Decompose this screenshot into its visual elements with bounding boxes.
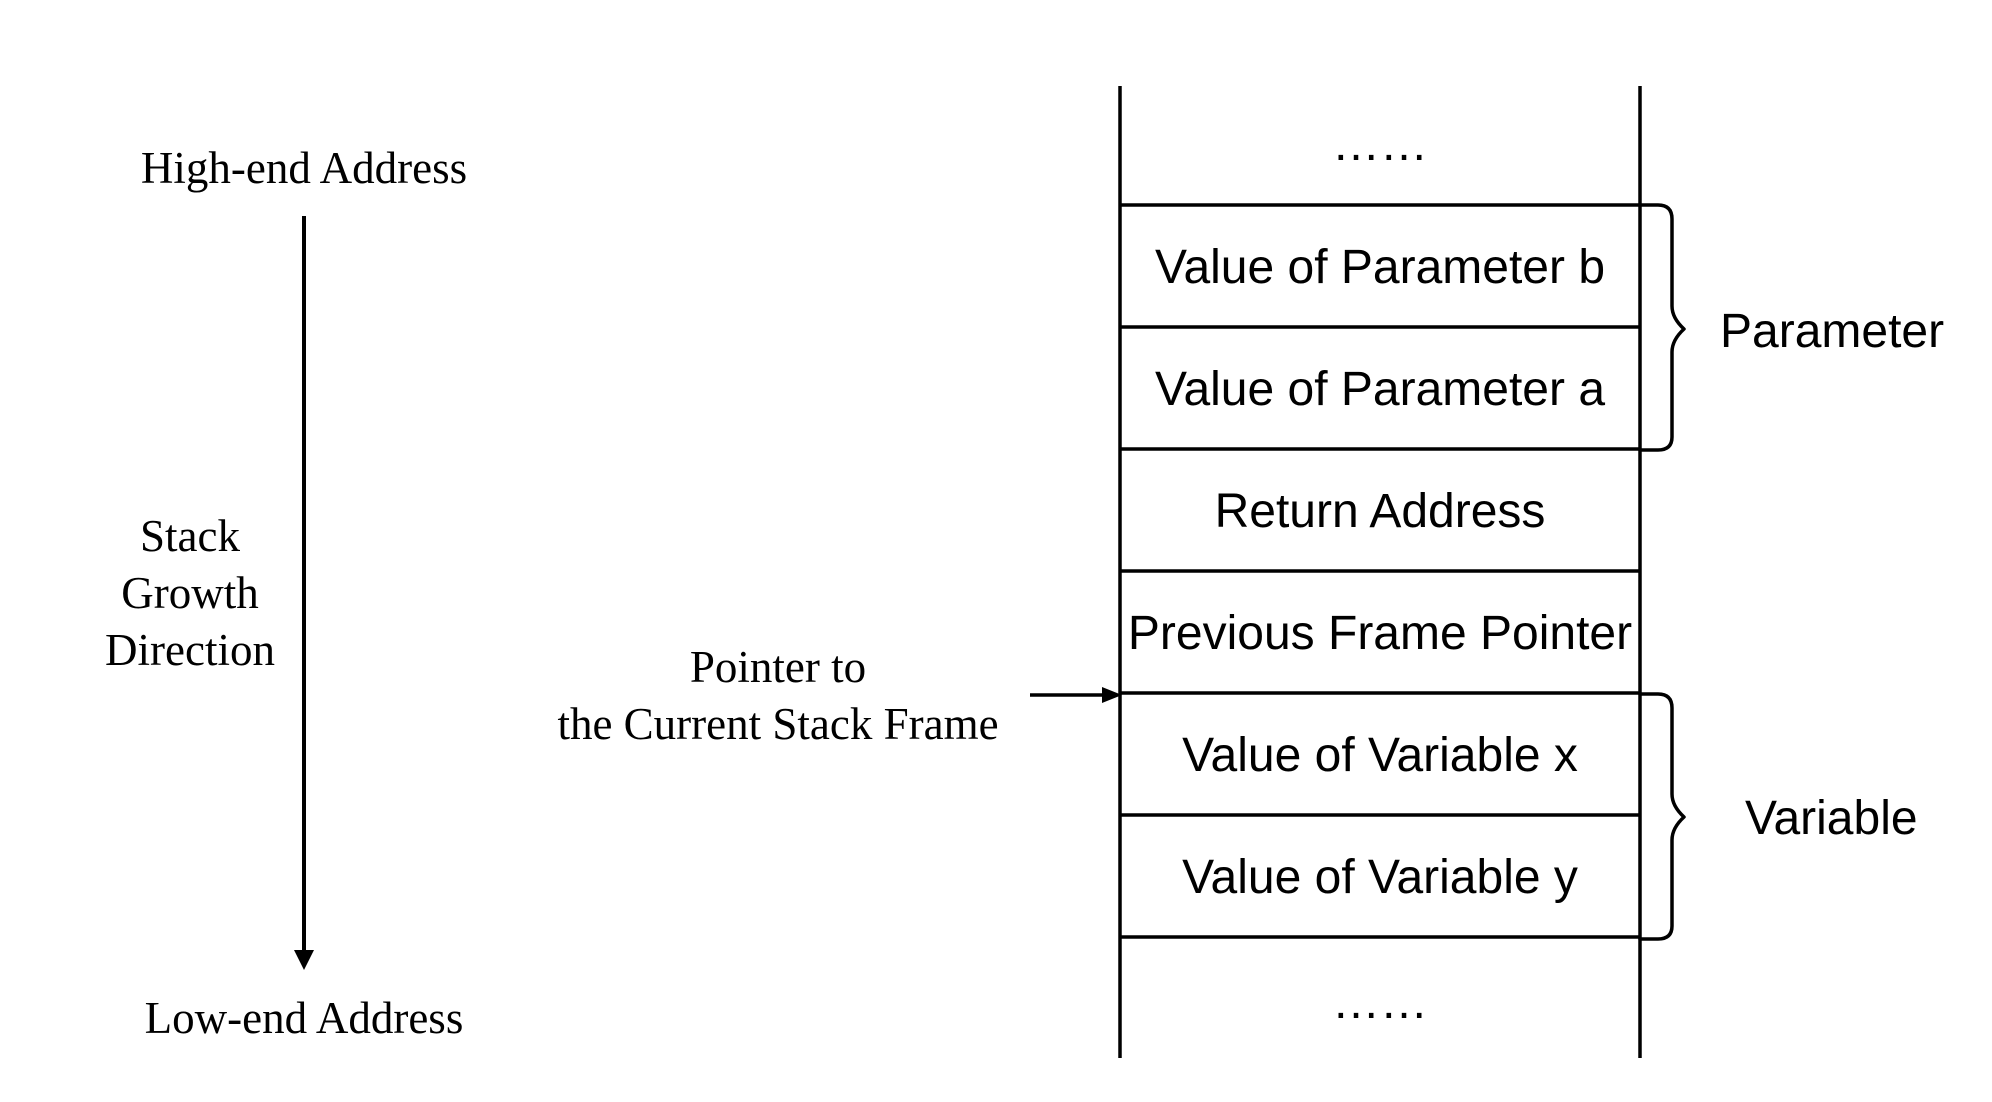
stack-top-ellipsis: ……: [1332, 118, 1428, 171]
variable-group-label: Variable: [1745, 792, 1918, 845]
stack-cell-label: Previous Frame Pointer: [1128, 607, 1632, 660]
stack-cell-label: Value of Variable x: [1182, 729, 1578, 782]
frame-pointer-label-line-1: Pointer to: [690, 642, 866, 692]
stack-growth-arrowhead: [294, 950, 314, 970]
stack-bottom-ellipsis: ……: [1332, 976, 1428, 1029]
frame-pointer-arrowhead: [1102, 687, 1122, 703]
variable-brace: [1638, 692, 1686, 941]
low-end-address-label: Low-end Address: [145, 993, 464, 1043]
stack-cell-label: Value of Parameter a: [1155, 363, 1605, 416]
parameter-brace: [1638, 203, 1686, 452]
stack-growth-direction-label-line-1: Stack: [140, 511, 240, 561]
stack-growth-direction-label-line-3: Direction: [105, 625, 275, 675]
stack-cell-label: Return Address: [1215, 485, 1546, 538]
stack-cells: Value of Parameter b Value of Parameter a…: [1120, 203, 1640, 939]
stack-growth-direction-label-line-2: Growth: [121, 568, 258, 618]
frame-pointer-label-line-2: the Current Stack Frame: [557, 699, 998, 749]
stack-cell-label: Value of Variable y: [1182, 851, 1578, 904]
stack-cell-label: Value of Parameter b: [1155, 241, 1605, 294]
parameter-group-label: Parameter: [1720, 305, 1944, 358]
high-end-address-label: High-end Address: [141, 143, 467, 193]
